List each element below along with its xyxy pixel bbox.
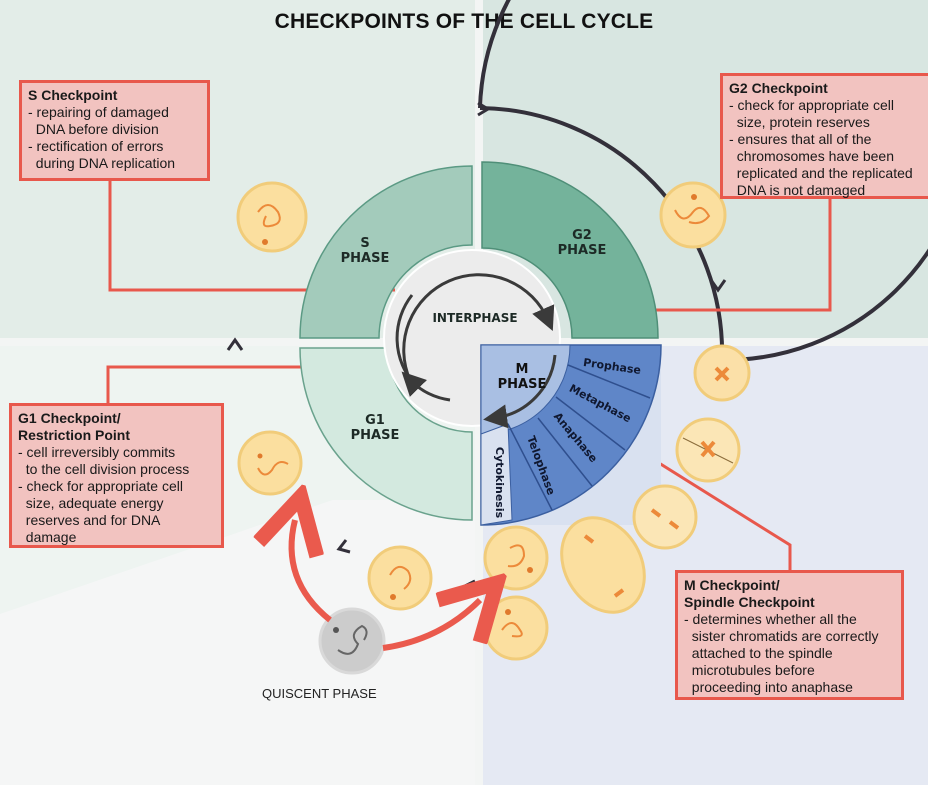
m-checkpoint-line: sister chromatids are correctly: [684, 628, 879, 644]
g2-checkpoint-line: replicated and the replicated: [729, 165, 913, 181]
g1-checkpoint-line: reserves and for DNA: [18, 512, 161, 528]
s-checkpoint-heading: S Checkpoint: [28, 87, 118, 103]
m-checkpoint-heading: Spindle Checkpoint: [684, 594, 815, 610]
g2-checkpoint-line: size, protein reserves: [729, 114, 870, 130]
g2-checkpoint-box: G2 Checkpoint - check for appropriate ce…: [720, 73, 928, 199]
diagram-title: CHECKPOINTS OF THE CELL CYCLE: [274, 10, 654, 33]
g2-phase-label: G2 PHASE: [555, 228, 609, 258]
g2-checkpoint-line: chromosomes have been: [729, 148, 894, 164]
g1-phase-segment: [299, 347, 473, 521]
cell-metaphase: [675, 417, 741, 483]
cell-g1-early: [367, 545, 433, 611]
s-checkpoint-box: S Checkpoint - repairing of damaged DNA …: [19, 80, 210, 181]
g1-phase-label-line-1: G1: [365, 413, 385, 428]
quiescent-phase-label: QUISCENT PHASE: [262, 686, 377, 701]
g1-checkpoint-line: - check for appropriate cell: [18, 478, 183, 494]
m-checkpoint-line: microtubules before: [684, 662, 815, 678]
g1-checkpoint-line: - cell irreversibly commits: [18, 444, 176, 460]
s-phase-label-line-1: S: [360, 236, 370, 251]
g2-phase-label-line-2: PHASE: [557, 243, 607, 258]
g1-checkpoint-box: G1 Checkpoint/ Restriction Point - cell …: [9, 403, 224, 548]
g2-checkpoint-line: - ensures that all of the: [729, 131, 872, 147]
g2-phase-label-line-1: G2: [572, 228, 592, 243]
g1-checkpoint-line: damage: [18, 529, 77, 545]
g1-checkpoint-connector: [106, 365, 388, 406]
s-checkpoint-line: - repairing of damaged: [28, 104, 169, 120]
interphase-label: INTERPHASE: [432, 311, 518, 325]
cell-telophase: [560, 516, 646, 614]
cell-s-phase: [236, 181, 308, 253]
s-checkpoint-line: - rectification of errors: [28, 138, 164, 154]
g1-checkpoint-line: to the cell division process: [18, 461, 190, 477]
g1-checkpoint-heading: G1 Checkpoint/: [18, 410, 121, 426]
cell-daughter-2: [483, 595, 549, 661]
cell-prophase: [693, 344, 751, 402]
m-checkpoint-box: M Checkpoint/ Spindle Checkpoint - deter…: [675, 570, 904, 700]
cell-g2-phase: [659, 181, 727, 249]
s-phase-label-line-2: PHASE: [340, 251, 390, 266]
g1-checkpoint-line: size, adequate energy: [18, 495, 164, 511]
g2-checkpoint-line: DNA is not damaged: [729, 182, 866, 198]
s-phase-segment: [299, 165, 473, 339]
cell-quiescent: [318, 607, 386, 675]
cell-daughter-1: [483, 525, 549, 591]
m-checkpoint-line: attached to the spindle: [684, 645, 833, 661]
s-phase-label: S PHASE: [340, 236, 390, 266]
cell-g1-phase: [237, 430, 303, 496]
g2-phase-segment: [481, 161, 659, 339]
cell-anaphase: [632, 484, 698, 550]
g1-checkpoint-heading: Restriction Point: [18, 427, 131, 443]
quiescent-arrows: [292, 520, 480, 651]
s-checkpoint-line: during DNA replication: [28, 155, 176, 171]
m-checkpoint-line: proceeding into anaphase: [684, 679, 853, 695]
m-phase-label-line-2: PHASE: [497, 377, 547, 392]
g1-phase-label: G1 PHASE: [348, 413, 402, 443]
g1-phase-label-line-2: PHASE: [350, 428, 400, 443]
g2-checkpoint-line: - check for appropriate cell: [729, 97, 894, 113]
s-checkpoint-line: DNA before division: [28, 121, 159, 137]
cells: [236, 181, 751, 675]
g2-checkpoint-heading: G2 Checkpoint: [729, 80, 828, 96]
m-checkpoint-heading: M Checkpoint/: [684, 577, 780, 593]
m-phase-segment: [480, 344, 662, 526]
stage-cytokinesis: Cytokinesis: [493, 446, 507, 519]
s-checkpoint-connector: [108, 178, 395, 292]
m-checkpoint-line: - determines whether all the: [684, 611, 857, 627]
m-phase-label-line-1: M: [515, 362, 529, 377]
m-phase-label: M PHASE: [495, 362, 549, 392]
